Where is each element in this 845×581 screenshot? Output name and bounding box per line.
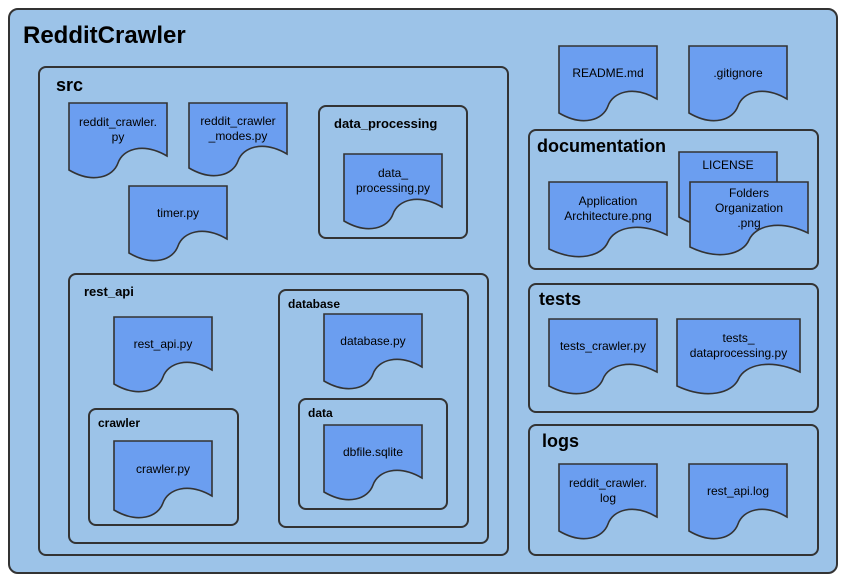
document-shape — [548, 181, 668, 258]
data-title: data — [308, 406, 333, 420]
file-label: reddit_crawler. log — [568, 476, 648, 505]
file-label: Application Architecture.png — [564, 194, 652, 223]
file-gitignore[interactable]: .gitignore — [688, 45, 788, 122]
document-icon — [128, 185, 228, 262]
document-shape — [548, 318, 658, 395]
file-label: LICENSE — [702, 158, 754, 172]
file-timer-py[interactable]: timer.py — [128, 185, 228, 262]
crawler-container: crawler — [88, 408, 239, 526]
document-shape — [558, 45, 658, 122]
src-title: src — [56, 75, 84, 95]
document-icon — [688, 45, 788, 122]
document-shape — [323, 424, 423, 501]
file-reddit-crawler-modes-py[interactable]: reddit_crawler _modes.py — [188, 102, 288, 177]
documentation-title: documentation — [537, 136, 666, 156]
file-readme-md[interactable]: README.md — [558, 45, 658, 122]
file-label: Folders Organization .png — [714, 185, 784, 230]
file-rest-api-log[interactable]: rest_api.log — [688, 463, 788, 540]
document-icon — [548, 318, 658, 395]
file-label: crawler.py — [135, 461, 191, 476]
document-shape — [323, 313, 423, 390]
root-title: RedditCrawler — [23, 22, 186, 49]
file-label: .gitignore — [713, 65, 763, 80]
file-label: data_ processing.py — [355, 166, 431, 195]
crawler-title: crawler — [98, 416, 141, 430]
rest-api-title: rest_api — [84, 284, 134, 299]
document-icon — [113, 440, 213, 519]
file-database-py[interactable]: database.py — [323, 313, 423, 390]
document-shape — [188, 102, 288, 177]
document-icon — [676, 318, 801, 395]
file-label: tests_crawler.py — [559, 338, 647, 353]
logs-title: logs — [542, 431, 580, 451]
document-icon — [113, 316, 213, 393]
document-icon — [343, 153, 443, 230]
file-application-architecture-png[interactable]: Application Architecture.png — [548, 181, 668, 258]
file-reddit-crawler-log[interactable]: reddit_crawler. log — [558, 463, 658, 540]
document-icon — [688, 463, 788, 540]
document-icon — [558, 45, 658, 122]
file-label: database.py — [340, 333, 406, 348]
file-label: tests_ dataprocessing.py — [689, 331, 788, 360]
document-shape — [128, 185, 228, 262]
file-label: rest_api.log — [706, 483, 770, 498]
file-tests-crawler-py[interactable]: tests_crawler.py — [548, 318, 658, 395]
document-icon — [68, 102, 168, 179]
file-label: reddit_crawler _modes.py — [200, 114, 276, 143]
document-shape — [113, 440, 213, 519]
file-label: README.md — [572, 65, 644, 80]
tests-title: tests — [539, 289, 582, 309]
file-rest-api-py[interactable]: rest_api.py — [113, 316, 213, 393]
file-label: rest_api.py — [133, 336, 193, 351]
file-dbfile-sqlite[interactable]: dbfile.sqlite — [323, 424, 423, 501]
document-shape — [676, 318, 801, 395]
file-label: dbfile.sqlite — [342, 444, 404, 459]
file-crawler-py[interactable]: crawler.py — [113, 440, 213, 519]
document-icon — [323, 313, 423, 390]
document-shape — [558, 463, 658, 540]
document-icon — [548, 181, 668, 258]
document-shape — [689, 181, 809, 256]
document-shape — [688, 463, 788, 540]
file-tests-dataprocessing-py[interactable]: tests_ dataprocessing.py — [676, 318, 801, 395]
document-icon — [323, 424, 423, 501]
file-label: timer.py — [156, 205, 199, 220]
database-title: database — [288, 297, 341, 311]
file-reddit-crawler-py[interactable]: reddit_crawler. py — [68, 102, 168, 179]
data-processing-title: data_processing — [334, 116, 438, 131]
document-icon — [188, 102, 288, 177]
file-data-processing-py[interactable]: data_ processing.py — [343, 153, 443, 230]
document-shape — [343, 153, 443, 230]
file-folders-organization-png[interactable]: Folders Organization .png — [689, 181, 809, 256]
document-icon — [689, 181, 809, 256]
file-label: reddit_crawler. py — [78, 115, 158, 144]
document-icon — [558, 463, 658, 540]
data-container: data — [298, 398, 448, 510]
document-shape — [113, 316, 213, 393]
document-shape — [68, 102, 168, 179]
document-shape — [688, 45, 788, 122]
